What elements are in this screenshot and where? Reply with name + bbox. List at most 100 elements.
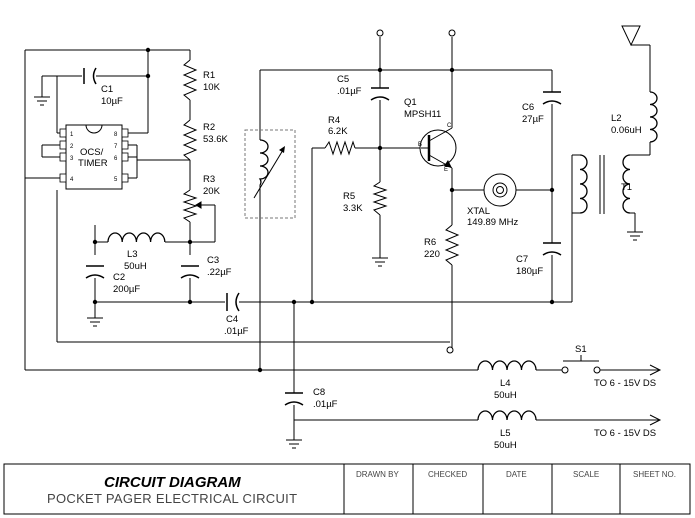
r1-ref: R1 xyxy=(203,70,215,81)
t1-ref: T1 xyxy=(621,182,632,193)
r2-value: 53.6K xyxy=(203,134,228,145)
l4-value: 50uH xyxy=(494,390,517,401)
r5-value: 3.3K xyxy=(343,203,363,214)
l2-ref: L2 xyxy=(611,113,622,124)
l3-value: 50uH xyxy=(124,261,147,272)
q1-collector-pin: C xyxy=(447,123,452,129)
q1-emitter-pin: E xyxy=(444,167,448,173)
capacitor-c7 xyxy=(542,242,562,256)
resistor-r1 xyxy=(182,59,198,101)
inductor-l3 xyxy=(107,232,166,243)
xtal-value: 149.89 MHz xyxy=(467,217,518,228)
c5-value: .01µF xyxy=(337,86,362,97)
output-label-1: TO 6 - 15V DS xyxy=(594,378,656,389)
capacitor-c3 xyxy=(180,265,200,279)
ground-symbol xyxy=(87,317,103,327)
ic-ocs-timer xyxy=(59,124,129,190)
c8-value: .01µF xyxy=(313,399,338,410)
r4-ref: R4 xyxy=(328,115,340,126)
c8-ref: C8 xyxy=(313,387,325,398)
ic-pin-7: 7 xyxy=(114,144,118,150)
c3-value: .22µF xyxy=(207,267,232,278)
r1-value: 10K xyxy=(203,82,221,93)
c4-ref: C4 xyxy=(226,314,238,325)
l4-ref: L4 xyxy=(500,378,511,389)
crystal-xtal xyxy=(483,173,517,207)
c6-value: 27µF xyxy=(522,114,544,125)
field-scale: SCALE xyxy=(573,470,599,479)
variable-inductor xyxy=(244,129,296,219)
c1-value: 10µF xyxy=(101,96,123,107)
subtitle: POCKET PAGER ELECTRICAL CIRCUIT xyxy=(47,491,297,506)
transformer-t1 xyxy=(579,154,631,214)
ic-pin-4: 4 xyxy=(70,177,74,183)
transistor-q1 xyxy=(419,127,457,169)
antenna-icon xyxy=(621,25,650,47)
l5-value: 50uH xyxy=(494,440,517,451)
c4-value: .01µF xyxy=(224,326,249,337)
ic-pin-1: 1 xyxy=(70,132,74,138)
l3-ref: L3 xyxy=(127,249,138,260)
l2-value: 0.06uH xyxy=(611,125,642,136)
q1-base-pin: B xyxy=(418,142,422,148)
output-arrows xyxy=(649,364,662,426)
junction-dots xyxy=(92,47,555,373)
output-label-2: TO 6 - 15V DS xyxy=(594,428,656,439)
c7-value: 180µF xyxy=(516,266,543,277)
terminals xyxy=(376,29,456,354)
inductor-l5 xyxy=(477,410,537,421)
resistor-r4 xyxy=(324,140,356,156)
wires xyxy=(24,37,660,440)
l5-ref: L5 xyxy=(500,428,511,439)
ic-pin-2: 2 xyxy=(70,144,74,150)
c3-ref: C3 xyxy=(207,255,219,266)
ground-symbol xyxy=(372,257,388,267)
r4-value: 6.2K xyxy=(328,126,348,137)
r6-ref: R6 xyxy=(424,237,436,248)
r5-ref: R5 xyxy=(343,191,355,202)
capacitor-c5 xyxy=(370,87,390,101)
c2-ref: C2 xyxy=(113,272,125,283)
capacitor-c6 xyxy=(542,91,562,105)
capacitor-c1 xyxy=(83,67,97,85)
s1-ref: S1 xyxy=(575,344,587,355)
field-sheet-no: SHEET NO. xyxy=(633,470,676,479)
field-date: DATE xyxy=(506,470,527,479)
potentiometer-r3 xyxy=(182,189,205,223)
capacitor-c4 xyxy=(226,292,240,312)
xtal-ref: XTAL xyxy=(467,206,490,217)
c1-ref: C1 xyxy=(101,84,113,95)
ground-symbol xyxy=(627,231,643,241)
q1-value: MPSH11 xyxy=(404,109,441,120)
title-block xyxy=(3,463,691,515)
ic-pin-8: 8 xyxy=(114,132,118,138)
ic-label-line2: TIMER xyxy=(78,158,108,169)
ground-symbol xyxy=(34,96,50,106)
inductor-l2 xyxy=(649,91,658,143)
resistor-r2 xyxy=(182,119,198,161)
ground-symbol xyxy=(286,439,302,449)
field-checked: CHECKED xyxy=(428,470,467,479)
resistor-r5 xyxy=(372,181,388,216)
capacitor-c2 xyxy=(85,265,105,279)
q1-ref: Q1 xyxy=(404,97,417,108)
ic-pin-6: 6 xyxy=(114,156,118,162)
c2-value: 200µF xyxy=(113,284,140,295)
c7-ref: C7 xyxy=(516,254,528,265)
ic-pin-3: 3 xyxy=(70,156,74,162)
inductor-l4 xyxy=(477,360,537,371)
switch-s1 xyxy=(561,355,601,374)
r6-value: 220 xyxy=(424,249,440,260)
field-drawn-by: DRAWN BY xyxy=(356,470,399,479)
r2-ref: R2 xyxy=(203,122,215,133)
r3-ref: R3 xyxy=(203,174,215,185)
c5-ref: C5 xyxy=(337,74,349,85)
r3-value: 20K xyxy=(203,186,221,197)
title: CIRCUIT DIAGRAM xyxy=(104,474,241,491)
capacitor-c8 xyxy=(284,392,304,406)
ic-pin-5: 5 xyxy=(114,177,118,183)
ic-label-line1: OCS/ xyxy=(80,147,104,158)
resistor-r6 xyxy=(444,224,460,266)
c6-ref: C6 xyxy=(522,102,534,113)
